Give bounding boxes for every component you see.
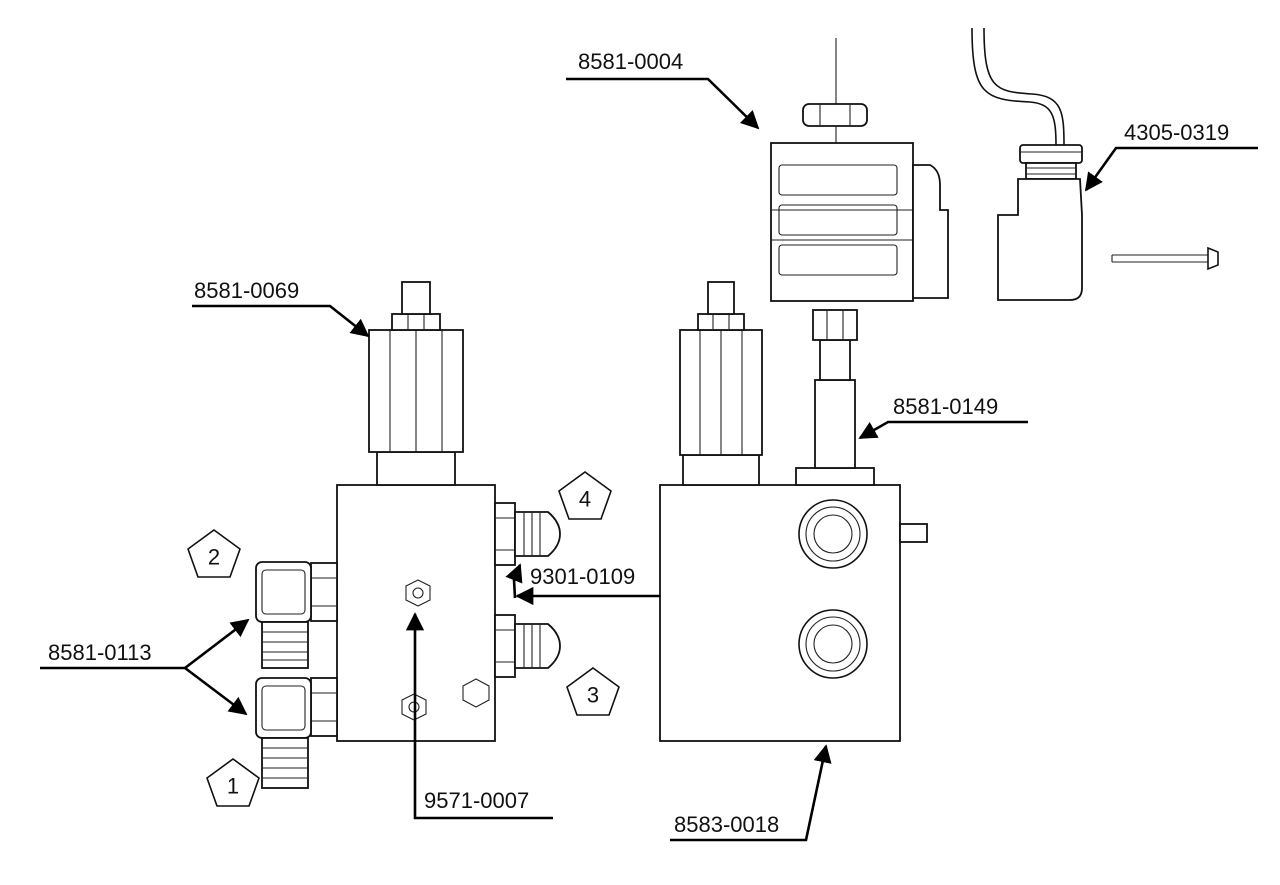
label-8581-0113: 8581-0113 xyxy=(48,640,152,665)
label-8581-0069: 8581-0069 xyxy=(194,278,299,303)
leader-8581-0004 xyxy=(566,77,760,130)
block-port-upper xyxy=(405,579,431,607)
leader-9571-0007 xyxy=(405,612,553,820)
label-9571-0007: 9571-0007 xyxy=(424,788,529,813)
leader-8583-0018 xyxy=(670,744,832,842)
svg-text:2: 2 xyxy=(208,545,220,570)
label-8581-0004: 8581-0004 xyxy=(578,49,683,74)
leader-8581-0113-lower xyxy=(184,666,248,716)
label-4305-0319: 4305-0319 xyxy=(1124,120,1229,145)
elbow-fitting-lower xyxy=(255,677,338,789)
port-marker-3: 3 xyxy=(566,667,620,716)
leader-8581-0069 xyxy=(192,304,370,338)
solenoid-coil xyxy=(770,38,949,302)
straight-fitting-lower xyxy=(494,614,561,678)
block-plug xyxy=(462,678,490,708)
coil-connector xyxy=(971,27,1083,301)
label-8583-0018: 8583-0018 xyxy=(674,812,779,837)
port-boss-lower xyxy=(798,609,868,679)
port-boss-upper xyxy=(798,499,868,569)
port-marker-2: 2 xyxy=(187,529,241,578)
svg-text:4: 4 xyxy=(579,487,591,512)
cartridge-valve-right xyxy=(679,281,763,486)
connector-screw xyxy=(1111,246,1219,271)
port-marker-1: 1 xyxy=(206,758,260,807)
straight-fitting-upper xyxy=(494,502,561,566)
leader-8581-0149 xyxy=(858,420,1028,440)
right-valve-block xyxy=(659,484,928,742)
leader-lines xyxy=(40,77,1258,842)
leader-4305-0319 xyxy=(1084,146,1258,192)
leader-8581-0113-upper xyxy=(184,618,250,670)
label-9301-0109: 9301-0109 xyxy=(530,564,635,589)
svg-text:3: 3 xyxy=(587,683,599,708)
cartridge-valve-left xyxy=(368,281,464,486)
leader-9301-0109-upper xyxy=(505,563,523,599)
port-marker-4: 4 xyxy=(558,471,612,520)
elbow-fitting-upper xyxy=(255,561,338,669)
svg-text:1: 1 xyxy=(227,774,239,799)
solenoid-valve-stem xyxy=(795,309,875,486)
label-8581-0149: 8581-0149 xyxy=(893,394,998,419)
